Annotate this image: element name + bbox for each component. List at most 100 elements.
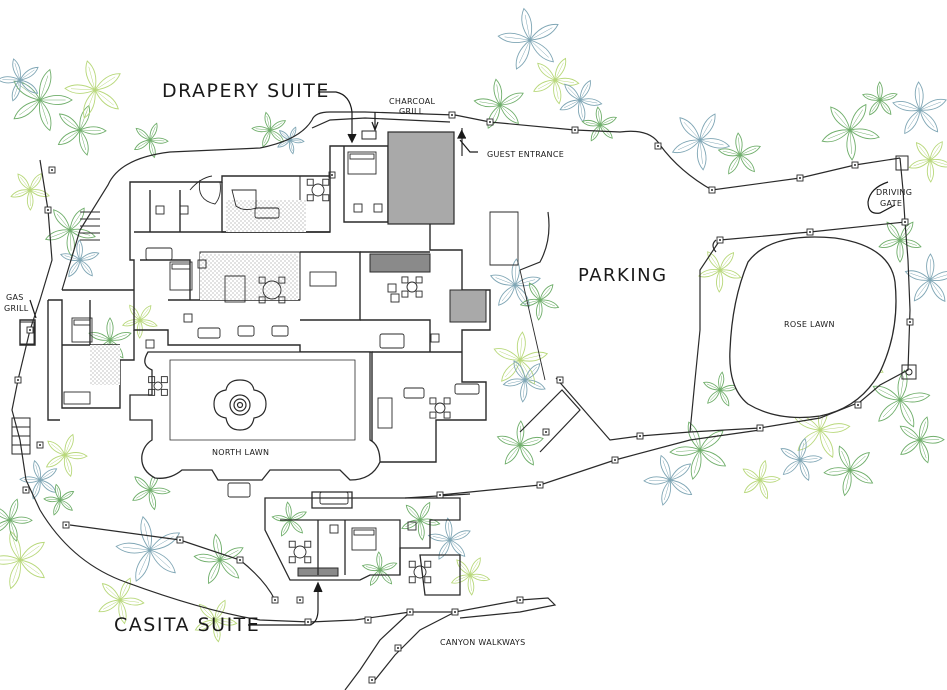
furniture-symbols	[63, 151, 546, 584]
foliage-plant	[742, 459, 781, 500]
casita-suite-label: CASITA SUITE	[114, 614, 261, 636]
round-table	[293, 545, 307, 559]
path-lamp-dot	[51, 169, 53, 171]
chair	[401, 290, 409, 298]
path-lamp-dot	[809, 231, 811, 233]
round-table	[262, 280, 282, 300]
chair	[401, 276, 409, 284]
spiral-stair-arc	[189, 175, 213, 191]
foliage-plant	[702, 371, 739, 407]
chair	[306, 194, 314, 202]
sofa	[145, 247, 173, 261]
chair	[429, 411, 437, 419]
dining-table	[224, 275, 246, 303]
foliage-plant	[43, 483, 75, 516]
pillow	[353, 529, 375, 536]
fixture	[145, 339, 155, 349]
fixture	[353, 203, 363, 213]
chair	[443, 397, 451, 405]
gas-grill-label-line1: GAS	[6, 293, 24, 302]
charcoal-grill-label-line1: CHARCOAL	[389, 97, 436, 106]
foliage-plant	[671, 113, 731, 171]
steps	[11, 155, 917, 455]
round-table	[434, 402, 446, 414]
charcoal-grill-symbol	[361, 130, 377, 140]
piano	[231, 189, 257, 211]
fixture	[407, 521, 417, 531]
canyon-walkways-label: CANYON WALKWAYS	[440, 638, 526, 647]
path-lamp-dot	[25, 489, 27, 491]
fixture	[387, 283, 397, 293]
foliage-plant	[251, 111, 287, 148]
fixture	[183, 313, 193, 323]
foliage-plant	[581, 106, 618, 142]
round-table	[406, 281, 418, 293]
chair	[288, 556, 296, 564]
foliage-plant	[45, 433, 88, 478]
sofa	[454, 383, 480, 395]
bed	[351, 527, 377, 551]
hatched-floor-2	[226, 200, 306, 232]
foliage-plant	[899, 416, 945, 464]
path-lamp-dot	[799, 177, 801, 179]
dining-table	[377, 397, 393, 429]
fixture	[373, 203, 383, 213]
foliage-plant	[13, 68, 73, 132]
chair	[424, 560, 432, 568]
fixture	[197, 259, 207, 269]
path-lamp-dot	[909, 321, 911, 323]
foliage-plant	[60, 239, 100, 278]
foliage-plant	[502, 360, 546, 403]
chair	[288, 540, 296, 548]
chair	[278, 296, 286, 304]
round-table	[311, 183, 325, 197]
path-lamp-dot	[439, 494, 441, 496]
casita-building	[264, 491, 461, 596]
foliage-plant	[64, 60, 121, 119]
foliage-plant	[872, 369, 931, 428]
chair	[160, 388, 168, 396]
foliage-plant	[450, 557, 491, 596]
foliage-plant	[0, 530, 45, 590]
foliage-plant	[115, 515, 181, 582]
sofa	[271, 325, 289, 337]
path-lamp-dot	[179, 539, 181, 541]
foliage-plant	[878, 221, 922, 263]
rose-lawn-outline	[729, 236, 897, 419]
charcoal-grill-label-line2: GRILL	[399, 107, 424, 116]
counter-block	[369, 253, 431, 273]
guest-entrance-label: GUEST ENTRANCE	[487, 150, 565, 159]
chair	[424, 576, 432, 584]
path-lamp-dot	[719, 239, 721, 241]
foliage-plant	[904, 253, 947, 302]
dining-table	[309, 271, 337, 287]
path-lamp-dot	[539, 484, 541, 486]
hatched-floor-3	[90, 345, 120, 385]
path-lamp-dot	[711, 189, 713, 191]
path-lamp-dot	[367, 619, 369, 621]
path-lamp-dot	[545, 431, 547, 433]
foliage-plant	[193, 533, 244, 585]
bed	[347, 151, 377, 175]
chair	[429, 397, 437, 405]
pillow	[171, 263, 191, 270]
foliage-plant	[19, 460, 58, 500]
chair	[304, 540, 312, 548]
chair	[148, 388, 156, 396]
bed	[169, 261, 193, 291]
path-lamp-dot	[454, 611, 456, 613]
path-lamp-dot	[451, 114, 453, 116]
pathways	[11, 111, 911, 690]
fixture	[329, 524, 339, 534]
foliage-plant	[134, 122, 169, 159]
foliage-plant	[496, 420, 544, 466]
entry-porch	[489, 211, 519, 266]
sofa	[319, 491, 349, 505]
foliage-plant	[823, 445, 874, 497]
sofa	[227, 482, 251, 498]
chair	[306, 178, 314, 186]
path-lamps	[14, 111, 914, 684]
path-lamp-dot	[331, 174, 333, 176]
fixture	[430, 333, 440, 343]
